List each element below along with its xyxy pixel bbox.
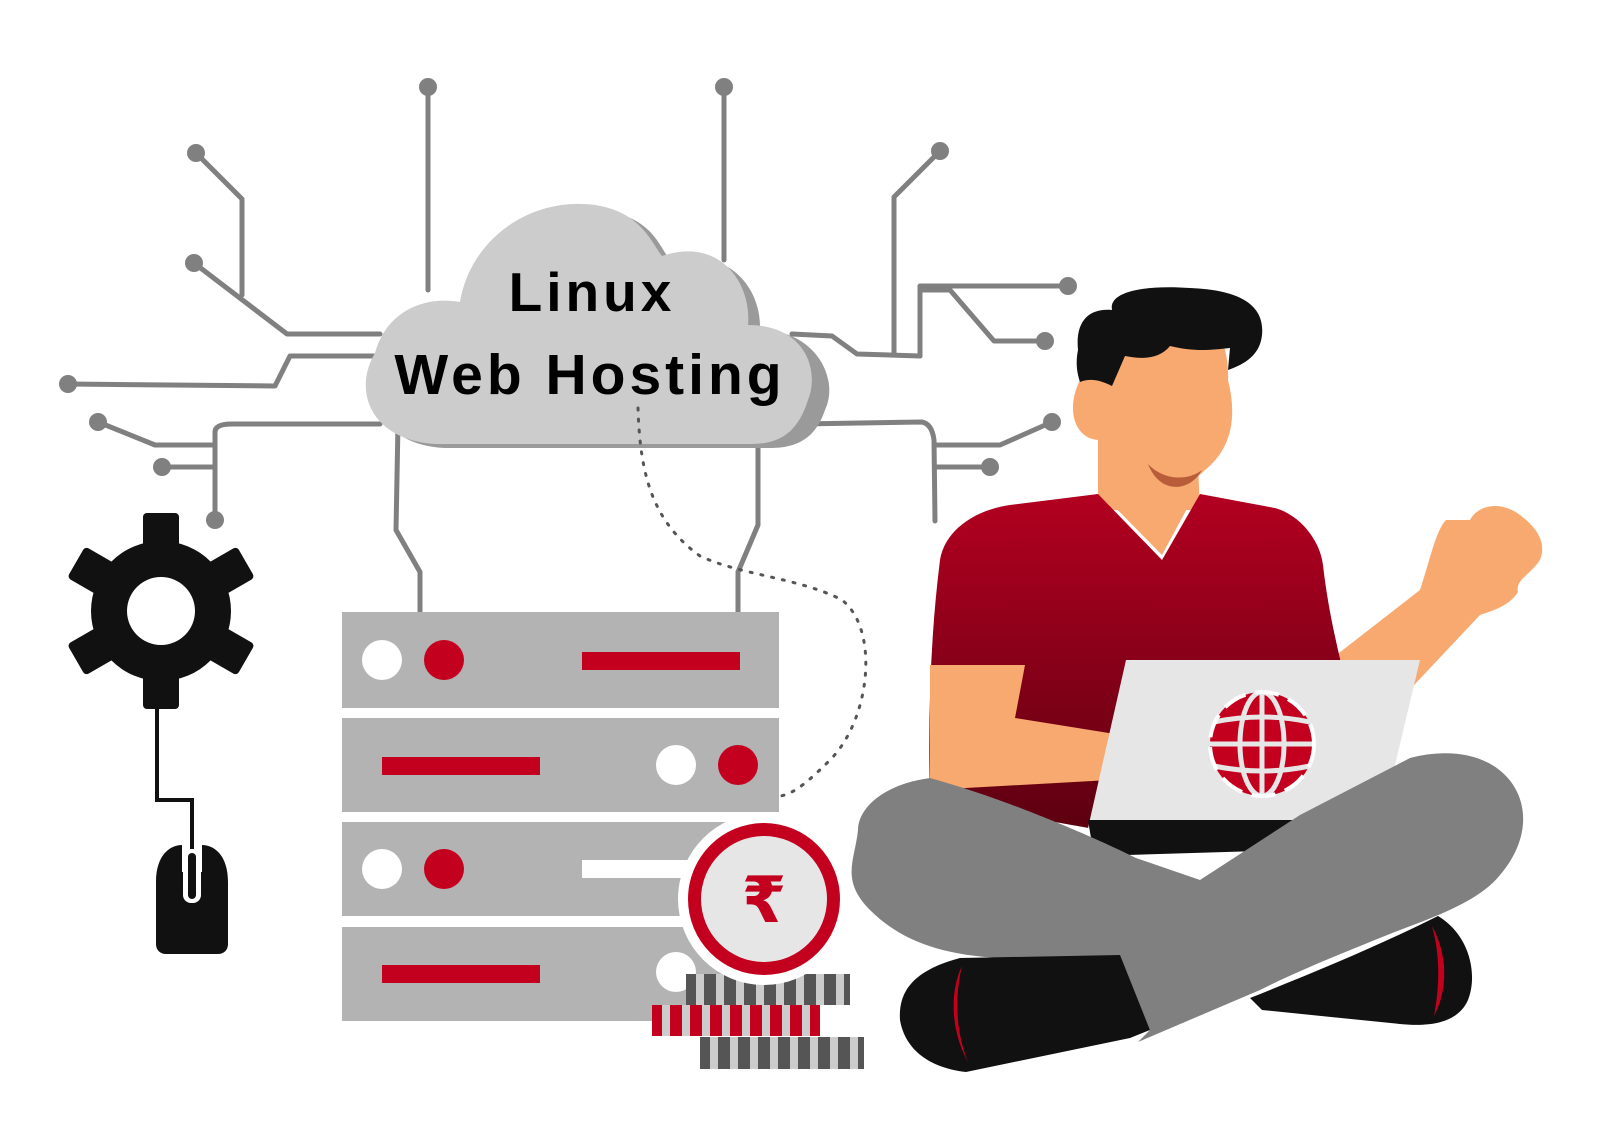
globe-icon [1208, 689, 1316, 799]
rupee-icon: ₹ [678, 813, 850, 985]
person-illustration [851, 287, 1543, 1072]
coin-row-2 [652, 1005, 820, 1036]
mouse-cable [155, 700, 194, 862]
rupee-symbol: ₹ [742, 864, 787, 938]
cloud-title-line2: Web Hosting [394, 343, 785, 407]
mouse-icon [156, 845, 228, 954]
circuit-lines [65, 84, 1071, 615]
left-shoe [899, 955, 1150, 1072]
coin-row-3 [700, 1037, 864, 1069]
cloud-shape [365, 203, 830, 448]
hair [1076, 287, 1263, 386]
dotted-connection [636, 406, 868, 799]
server-unit-2 [342, 718, 779, 812]
coin-stack [652, 974, 864, 1069]
left-arm [930, 665, 1115, 790]
circuit-endpoints [59, 78, 1077, 529]
server-unit-1 [342, 612, 779, 708]
legs [851, 753, 1524, 1042]
right-shoe [1250, 916, 1473, 1025]
gear-icon [68, 513, 254, 709]
cloud-title-line1: Linux [509, 261, 676, 323]
